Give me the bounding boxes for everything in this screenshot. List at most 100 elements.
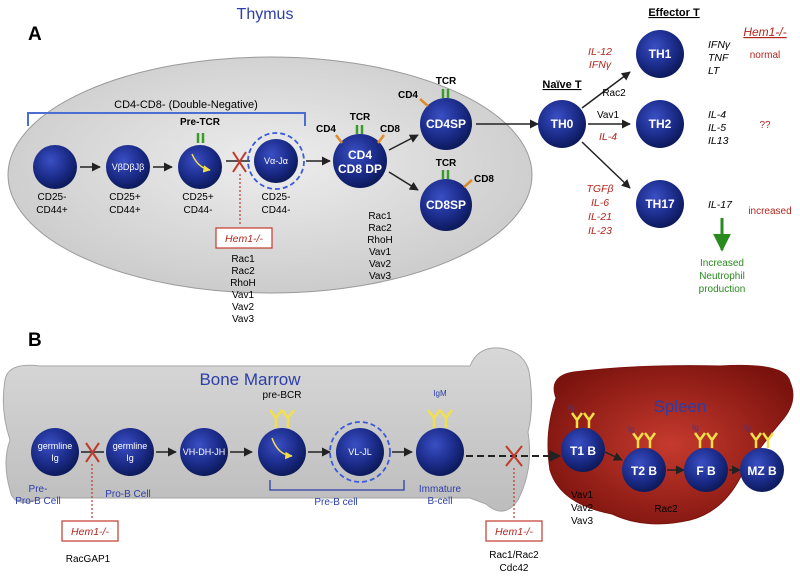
- t1-ig-tag: Ig: [568, 403, 575, 412]
- dp-gene-6: Vav3: [369, 271, 391, 282]
- hem1-box-b-left-label: Hem1-/-: [71, 526, 109, 538]
- hem1-box-b-right: [485, 520, 543, 542]
- dn4-inner-label: Vα-Jα: [264, 156, 288, 166]
- cell-immature-b: [416, 428, 464, 476]
- cd4sp-cd4-label: CD4: [398, 90, 418, 101]
- th2-cytokine-2: IL-5: [708, 122, 726, 134]
- igm-receptor: [427, 409, 453, 428]
- cell-vdj: [180, 428, 228, 476]
- block-cross-c-2: [505, 445, 523, 467]
- dn4-marker-2: CD44-: [262, 205, 291, 216]
- cd8sp-cd8-label: CD8: [474, 174, 494, 185]
- double-negative-bracket: [27, 112, 306, 126]
- dn3-marker-1: CD25+: [182, 192, 214, 203]
- hem1-box-b-right-label: Hem1-/-: [495, 526, 533, 538]
- cell-dn1: [33, 145, 77, 189]
- cd8sp-label: CD8SP: [426, 198, 466, 212]
- dn2-inner-label: VβDβJβ: [112, 162, 145, 172]
- t1-receptor: [570, 412, 596, 428]
- cell-f-b: [684, 448, 728, 492]
- cell-mz-b: [740, 448, 784, 492]
- rac-cdc-line-2: Cdc42: [500, 563, 529, 574]
- th1-path-gene: Rac2: [602, 88, 626, 99]
- dp-gene-1: Rac1: [368, 211, 392, 222]
- hem1-gene-6: Vav3: [232, 314, 254, 325]
- cell-dp: [333, 134, 387, 188]
- th17-inducer-1: TGFβ: [587, 183, 614, 195]
- th1-cytokine-1: IFNγ: [708, 39, 731, 51]
- cd8sp-cd8-receptor: [463, 179, 473, 188]
- t2-ig-tag: Ig: [628, 425, 635, 434]
- arrow-dp-cd4sp: [388, 134, 419, 151]
- vdj-label: VH-DH-JH: [183, 447, 226, 457]
- cd4sp-cd4-receptor: [419, 98, 429, 107]
- th1-inducer-1: IL-12: [588, 46, 612, 58]
- th2-inducer: IL-4: [599, 131, 617, 143]
- dp-gene-3: RhoH: [367, 235, 393, 246]
- arrow-dp-cd8sp: [388, 171, 419, 191]
- mzb-receptor: [749, 432, 775, 448]
- dn1-marker-2: CD44+: [36, 205, 68, 216]
- dp-cd4-label: CD4: [316, 124, 336, 135]
- hem1-box-a-label: Hem1-/-: [225, 233, 263, 245]
- hem1-box-a: [215, 227, 273, 249]
- pre-tcr-label: Pre-TCR: [180, 117, 221, 128]
- germline-1-line-1: germline: [38, 441, 73, 451]
- vav-gene-1: Vav1: [571, 490, 593, 501]
- spleen-region: [547, 364, 794, 525]
- cell-th17: [636, 180, 684, 228]
- dp-label-2: CD8 DP: [338, 162, 382, 176]
- dp-cd8-label: CD8: [380, 124, 400, 135]
- hem1-gene-1: Rac1: [231, 254, 255, 265]
- th17-label: TH17: [645, 197, 675, 211]
- neutrophil-line-2: Neutrophil: [699, 271, 745, 282]
- pro-b-label: Pro-B Cell: [105, 489, 151, 500]
- cell-germline-1: [31, 428, 79, 476]
- hem1-header: Hem1-/-: [743, 25, 786, 39]
- dn3-marker-2: CD44-: [184, 205, 213, 216]
- fb-ig-tag: Ig: [692, 423, 699, 432]
- dp-gene-4: Vav1: [369, 247, 391, 258]
- hem1-gene-2: Rac2: [231, 266, 255, 277]
- cell-t1-b: [561, 428, 605, 472]
- vj-rearrangement-ring: [329, 421, 391, 483]
- t1-label: T1 B: [570, 444, 596, 458]
- germline-2-line-1: germline: [113, 441, 148, 451]
- double-negative-label: CD4-CD8- (Double-Negative): [114, 99, 258, 111]
- cell-germline-2: [106, 428, 154, 476]
- th2-label: TH2: [649, 117, 672, 131]
- cell-th2: [636, 100, 684, 148]
- immature-label-1: Immature: [419, 484, 462, 495]
- th1-inducer-2: IFNγ: [589, 59, 612, 71]
- th2-path-gene: Vav1: [597, 110, 619, 121]
- racgap1-label: RacGAP1: [66, 554, 111, 565]
- th1-label: TH1: [649, 47, 672, 61]
- dn1-marker-1: CD25-: [38, 192, 67, 203]
- pre-b-label: Pre-B cell: [314, 497, 357, 508]
- bone-marrow-title: Bone Marrow: [199, 370, 301, 389]
- th2-cytokine-3: IL13: [708, 135, 729, 147]
- fb-receptor: [693, 432, 719, 448]
- cd4sp-label: CD4SP: [426, 117, 466, 131]
- igm-tag: IgM: [433, 389, 447, 398]
- pre-b-bracket: [269, 480, 405, 491]
- cell-t2-b: [622, 448, 666, 492]
- dp-gene-2: Rac2: [368, 223, 392, 234]
- cell-th1: [636, 30, 684, 78]
- pre-bcr-receptor: [269, 409, 295, 428]
- arrow-th0-th17: [581, 141, 631, 189]
- dp-cd4-receptor: [335, 134, 343, 144]
- neutrophil-line-3: production: [699, 284, 746, 295]
- cell-vj: [336, 428, 384, 476]
- t2-receptor: [631, 432, 657, 448]
- naive-t-label: Naïve T: [542, 79, 581, 91]
- mzb-ig-tag: Ig: [744, 423, 751, 432]
- dn2-marker-2: CD44+: [109, 205, 141, 216]
- th1-cytokine-2: TNF: [708, 52, 729, 64]
- block-cross-a-2: [232, 151, 247, 173]
- dp-tcr-label: TCR: [350, 112, 371, 123]
- th0-label: TH0: [551, 117, 574, 131]
- vav-gene-2: Vav2: [571, 503, 593, 514]
- dn4-marker-1: CD25-: [262, 192, 291, 203]
- cell-dn3: [178, 145, 222, 189]
